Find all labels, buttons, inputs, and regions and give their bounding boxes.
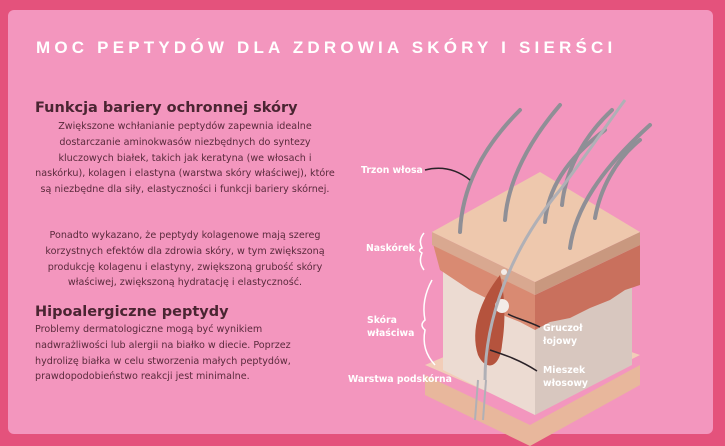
section-heading-hypoallergenic: Hipoalergiczne peptydy [35, 304, 229, 320]
label-sebaceous-gland: Gruczoł łojowy [543, 323, 583, 347]
section-paragraph: Ponadto wykazano, że peptydy kolagenowe … [45, 230, 325, 289]
page-title: MOC PEPTYDÓW DLA ZDROWIA SKÓRY I SIERŚCI [36, 38, 617, 57]
section-heading-barrier: Funkcja bariery ochronnej skóry [35, 100, 298, 116]
section-paragraph: Problemy dermatologiczne mogą być wyniki… [35, 324, 291, 383]
label-hair-shaft: Trzon włosa [361, 165, 423, 176]
label-hypodermis: Warstwa podskórna [348, 374, 452, 385]
label-dermis: Skóra właściwa [367, 315, 415, 339]
label-hair-follicle: Mieszek włosowy [543, 365, 588, 389]
label-epidermis: Naskórek [366, 243, 415, 254]
section-paragraph: Zwiększone wchłanianie peptydów zapewnia… [35, 121, 335, 196]
